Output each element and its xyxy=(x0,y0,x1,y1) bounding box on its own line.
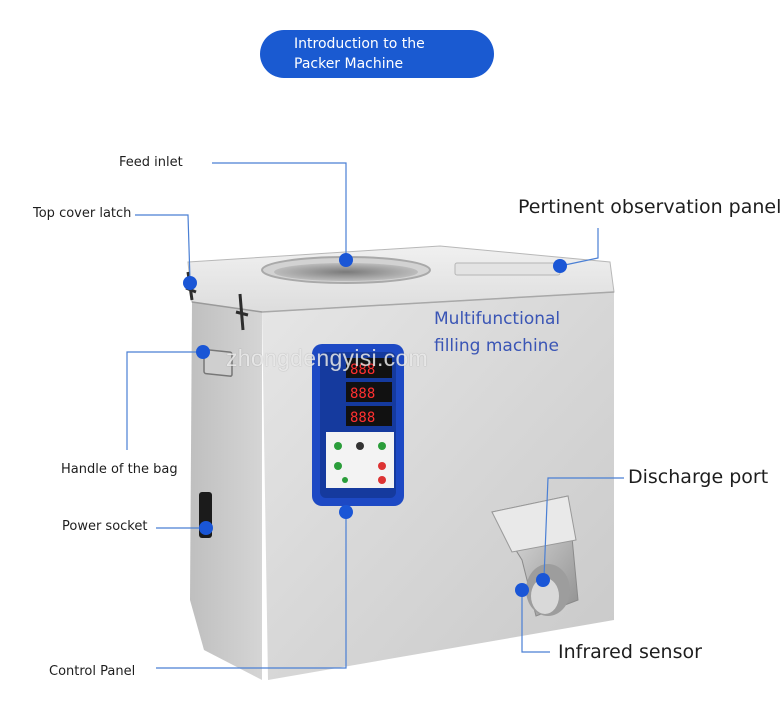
watermark: zhongdengyisi.com xyxy=(226,345,428,371)
leader-lines xyxy=(126,162,624,669)
leader-top-cover-latch xyxy=(135,214,191,281)
leader-control-panel xyxy=(156,512,347,669)
svg-text:888: 888 xyxy=(350,362,375,378)
machine-title-line-2: filling machine xyxy=(434,336,559,356)
label-observation-panel: Pertinent observation panel xyxy=(518,196,780,218)
title-line-1: Introduction to the xyxy=(294,36,425,52)
machine-title-line-1: Multifunctional xyxy=(434,309,561,329)
leader-observation-panel xyxy=(559,228,599,267)
label-top-cover-latch: Top cover latch xyxy=(33,206,132,221)
leader-bag-handle xyxy=(126,351,204,450)
title-banner: Introduction to the Packer Machine xyxy=(260,30,494,78)
dot-top-cover-latch xyxy=(183,276,197,290)
bag-handle xyxy=(203,348,233,377)
callout-dots xyxy=(183,253,567,597)
feed-inlet-opening xyxy=(261,256,431,284)
dot-discharge-port xyxy=(536,573,550,587)
label-power-socket: Power socket xyxy=(62,519,148,534)
control-panel: 888 888 888 xyxy=(312,344,404,506)
dot-feed-inlet xyxy=(339,253,353,267)
leader-infrared-sensor xyxy=(521,590,550,653)
label-feed-inlet: Feed inlet xyxy=(119,155,183,170)
machine-title: Multifunctional filling machine xyxy=(434,306,560,360)
observation-window xyxy=(454,262,561,276)
dot-power-socket xyxy=(199,521,213,535)
leader-discharge-port xyxy=(543,477,624,579)
label-infrared-sensor: Infrared sensor xyxy=(558,641,702,663)
dot-control-panel xyxy=(339,505,353,519)
machine-side-face xyxy=(190,302,262,680)
dot-observation-panel xyxy=(553,259,567,273)
dot-bag-handle xyxy=(196,345,210,359)
label-discharge-port: Discharge port xyxy=(628,466,769,488)
label-bag-handle: Handle of the bag xyxy=(61,462,178,477)
svg-text:888: 888 xyxy=(350,410,375,426)
label-control-panel: Control Panel xyxy=(49,664,136,679)
leader-feed-inlet xyxy=(212,162,347,258)
dot-infrared-sensor xyxy=(515,583,529,597)
svg-text:888: 888 xyxy=(350,386,375,402)
title-line-2: Packer Machine xyxy=(294,56,404,72)
